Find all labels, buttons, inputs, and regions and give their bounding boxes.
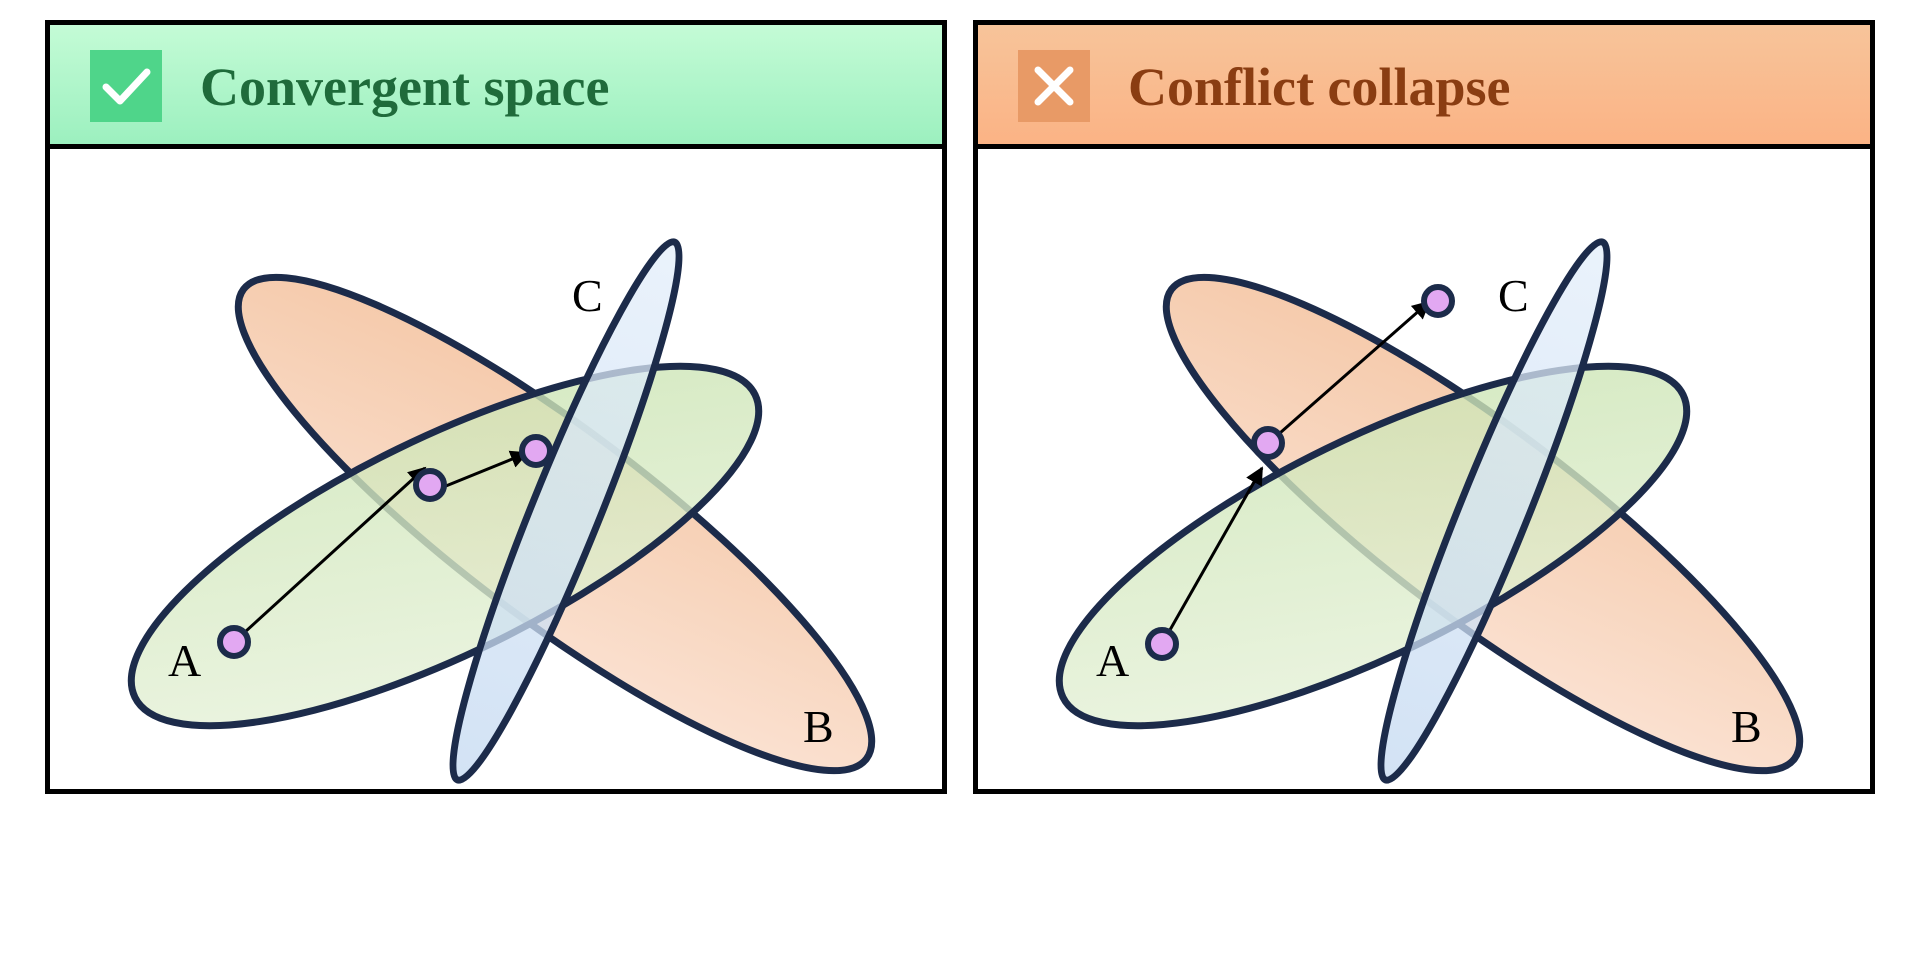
- label-c: C: [1498, 270, 1529, 321]
- arrow-a-to-mid: [232, 466, 427, 644]
- arrow-a-to-mid: [1160, 466, 1264, 645]
- panel-title: Convergent space: [200, 57, 610, 117]
- set-c-ellipse: [1377, 238, 1611, 784]
- panel-title: Conflict collapse: [1128, 57, 1511, 117]
- conflict-collapse-panel: Conflict collapse A B C: [973, 20, 1875, 794]
- set-c-ellipse: [449, 238, 683, 784]
- point-start: [1145, 627, 1179, 661]
- label-a: A: [168, 635, 201, 686]
- panel-header: Convergent space: [50, 25, 942, 149]
- convergent-space-panel: Convergent space A B C: [45, 20, 947, 794]
- label-c: C: [572, 270, 603, 321]
- cross-icon: [1018, 50, 1090, 122]
- point-target: [1421, 284, 1455, 318]
- point-target: [519, 434, 553, 468]
- venn-diagram: A B C: [50, 149, 942, 789]
- label-a: A: [1096, 635, 1129, 686]
- point-mid: [413, 468, 447, 502]
- label-b: B: [1731, 701, 1762, 752]
- label-b: B: [803, 701, 834, 752]
- arrow-mid-to-target: [1271, 300, 1431, 442]
- point-start: [217, 625, 251, 659]
- panel-header: Conflict collapse: [978, 25, 1870, 149]
- arrow-mid-to-target: [435, 450, 529, 492]
- check-icon: [90, 50, 162, 122]
- venn-diagram: A B C: [978, 149, 1870, 789]
- point-mid: [1251, 426, 1285, 460]
